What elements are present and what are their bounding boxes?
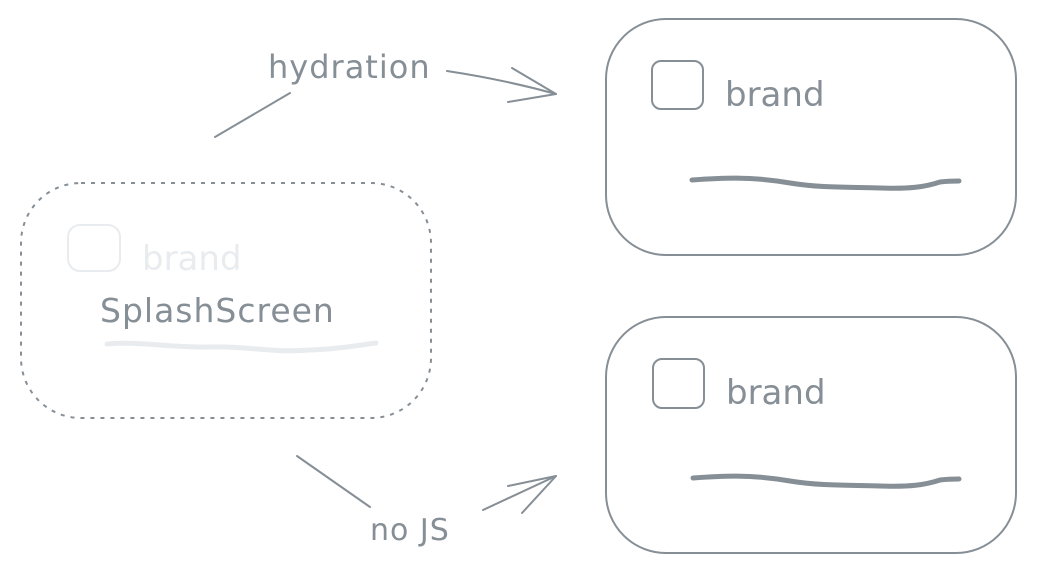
hydrated-brand-label: brand <box>725 75 825 115</box>
no-js-edge-line-upper <box>482 475 557 511</box>
hydration-edge: hydration <box>214 48 557 138</box>
no-js-edge: no JS <box>296 455 557 548</box>
splash-screen-node: brand SplashScreen <box>20 182 432 419</box>
hydration-edge-line-lower <box>214 92 291 138</box>
no-js-page-node: brand <box>605 316 1017 554</box>
no-js-brand-label: brand <box>726 373 826 413</box>
no-js-edge-line-lower <box>296 455 371 508</box>
splash-brand-logo-icon <box>67 224 121 272</box>
hydrated-page-frame <box>605 18 1017 256</box>
splash-screen-title: SplashScreen <box>100 291 335 330</box>
hydration-arrowhead-icon <box>507 67 557 103</box>
no-js-brand-logo-icon <box>652 358 705 409</box>
no-js-page-frame <box>605 316 1017 554</box>
hydration-edge-label: hydration <box>268 48 431 86</box>
splash-screen-frame <box>20 182 432 419</box>
hydration-edge-line-upper <box>446 70 557 95</box>
no-js-arrowhead-icon <box>507 475 557 514</box>
hydrated-page-node: brand <box>605 18 1017 256</box>
splash-brand-label: brand <box>142 239 242 279</box>
splash-content-placeholder-line <box>104 340 379 354</box>
no-js-edge-label: no JS <box>370 513 450 548</box>
no-js-content-line <box>690 473 962 489</box>
hydrated-content-line <box>689 175 962 191</box>
hydrated-brand-logo-icon <box>651 60 704 110</box>
